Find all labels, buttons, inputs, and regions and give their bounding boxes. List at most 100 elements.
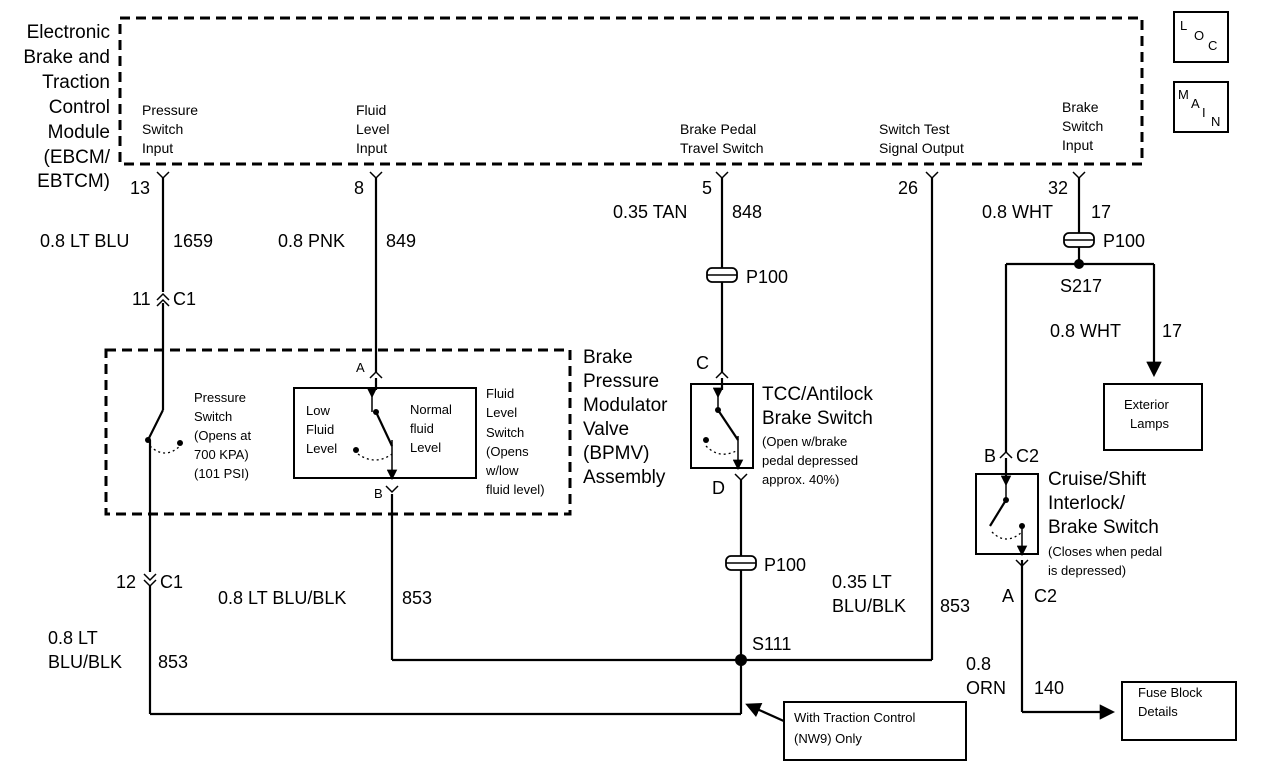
svg-text:fluid: fluid [410,421,434,436]
svg-text:Signal Output: Signal Output [879,140,964,156]
wire-849-circuit: 849 [386,231,416,251]
wire-17-circuit: 17 [1091,202,1111,222]
svg-text:S111: S111 [752,634,791,654]
wire-140-gauge-1: 0.8 [966,654,991,674]
svg-text:B: B [984,446,996,466]
wire-140-circuit: 140 [1034,678,1064,698]
connector-c1-bottom: 12 C1 [116,572,183,592]
svg-text:TCC/Antilock: TCC/Antilock [762,384,873,405]
main-icon[interactable]: M A I N [1173,81,1229,133]
fluid-level-switch-label: Fluid Level Switch (Opens w/low fluid le… [485,386,545,497]
svg-text:(101 PSI): (101 PSI) [194,466,249,481]
svg-text:Brake: Brake [583,347,633,368]
connector-b: B [374,486,383,501]
svg-text:Level: Level [356,121,389,137]
connector-c1-top: 11 C1 [132,289,196,309]
input-fluid-level: Fluid Level Input [356,102,389,156]
svg-text:I: I [1202,105,1206,120]
svg-text:Brake and: Brake and [23,47,110,68]
svg-text:Traction: Traction [42,72,110,93]
svg-text:A: A [1002,586,1014,606]
ebcm-name: Electronic Brake and Traction Control Mo… [23,22,110,192]
normal-fluid-label: Normal fluid Level [410,402,452,455]
svg-text:EBTCM): EBTCM) [37,171,110,192]
wire-17-gauge: 0.8 WHT [982,202,1053,222]
ebcm-module: Electronic Brake and Traction Control Mo… [23,16,1144,192]
svg-text:Fuse Block: Fuse Block [1138,685,1203,700]
tcc-note: (Open w/brake pedal depressed approx. 40… [762,434,858,487]
pin-8: 8 [354,178,364,198]
svg-text:Exterior: Exterior [1124,397,1169,412]
svg-text:pedal depressed: pedal depressed [762,453,858,468]
svg-text:Pressure: Pressure [142,102,198,118]
svg-text:Switch: Switch [486,425,524,440]
svg-text:(Opens: (Opens [486,444,529,459]
cruise-title: Cruise/Shift Interlock/ Brake Switch [1048,469,1159,538]
svg-text:Brake: Brake [1062,99,1099,115]
pin-13: 13 [130,178,150,198]
svg-text:Switch: Switch [194,409,232,424]
exterior-lamps: Exterior Lamps [1103,383,1203,451]
fluid-switch-symbol [353,378,398,481]
svg-text:Normal: Normal [410,402,452,417]
svg-text:C2: C2 [1034,586,1057,606]
svg-text:Brake Switch: Brake Switch [762,408,873,429]
svg-text:A: A [1191,96,1200,111]
bpmv-outline [104,348,572,516]
connector-p100-17: P100 [1063,231,1145,251]
svg-text:Electronic: Electronic [27,22,110,43]
svg-text:Control: Control [49,97,110,118]
svg-text:700 KPA): 700 KPA) [194,447,249,462]
wire-1659-circuit: 1659 [173,231,213,251]
svg-text:C: C [1208,38,1217,53]
svg-text:Brake Pedal: Brake Pedal [680,121,756,137]
pressure-switch-symbol [145,409,183,454]
svg-text:Interlock/: Interlock/ [1048,493,1126,514]
ebcm-outline [118,16,1144,166]
svg-text:Module: Module [48,122,110,143]
svg-text:Travel Switch: Travel Switch [680,140,764,156]
fuse-block-details[interactable]: Fuse Block Details [1121,681,1237,741]
svg-text:w/low: w/low [485,463,519,478]
svg-text:P100: P100 [746,267,788,287]
splice-s217: S217 [1060,259,1102,296]
svg-text:O: O [1194,28,1204,43]
connector-d: D [712,478,725,498]
svg-text:is depressed): is depressed) [1048,563,1126,578]
pin-symbols [156,171,1086,180]
svg-text:C2: C2 [1016,446,1039,466]
svg-text:Level: Level [410,440,441,455]
wire-853b-gauge-1: 0.35 LT [832,572,892,592]
svg-text:Assembly: Assembly [583,467,666,488]
wire-853c-circuit: 853 [158,652,188,672]
svg-text:Pressure: Pressure [194,390,246,405]
wire-1659-gauge: 0.8 LT BLU [40,231,129,251]
svg-text:C1: C1 [173,289,196,309]
svg-text:(EBCM/: (EBCM/ [44,147,111,168]
tcc-antilock-switch: C D TCC/Antilock Brake Switch (Open w/br… [690,353,873,498]
svg-text:Switch: Switch [142,121,183,137]
module-pins: 13 8 5 26 32 [130,178,1068,198]
input-brake-pedal-travel: Brake Pedal Travel Switch [680,121,764,156]
svg-text:C1: C1 [160,572,183,592]
pin-26: 26 [898,178,918,198]
svg-text:With Traction Control: With Traction Control [794,710,915,725]
wire-853b-gauge-2: BLU/BLK [832,596,906,616]
wire-848-circuit: 848 [732,202,762,222]
svg-text:Cruise/Shift: Cruise/Shift [1048,469,1147,490]
input-pressure-switch: Pressure Switch Input [142,102,198,156]
loc-icon[interactable]: L O C [1173,11,1229,63]
wire-17b-gauge: 0.8 WHT [1050,321,1121,341]
wire-853c-gauge-1: 0.8 LT [48,628,98,648]
wires [148,178,1162,720]
connector-a: A [356,360,365,375]
svg-text:Lamps: Lamps [1130,416,1170,431]
pin-32: 32 [1048,178,1068,198]
svg-text:Valve: Valve [583,419,629,440]
input-brake-switch: Brake Switch Input [1062,99,1103,153]
pressure-switch-label: Pressure Switch (Opens at 700 KPA) (101 … [194,390,251,481]
svg-text:Low: Low [306,403,330,418]
tcc-title: TCC/Antilock Brake Switch [762,384,873,429]
svg-text:L: L [1180,18,1187,33]
svg-text:P100: P100 [1103,231,1145,251]
